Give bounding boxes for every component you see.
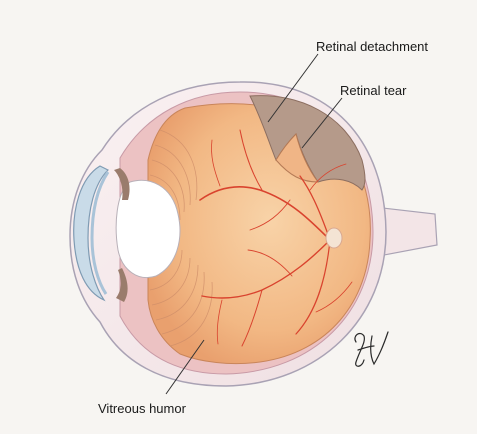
label-retinal-tear: Retinal tear — [340, 84, 406, 97]
label-vitreous-humor: Vitreous humor — [98, 402, 186, 415]
optic-disc — [326, 228, 342, 248]
label-retinal-detachment: Retinal detachment — [316, 40, 428, 53]
